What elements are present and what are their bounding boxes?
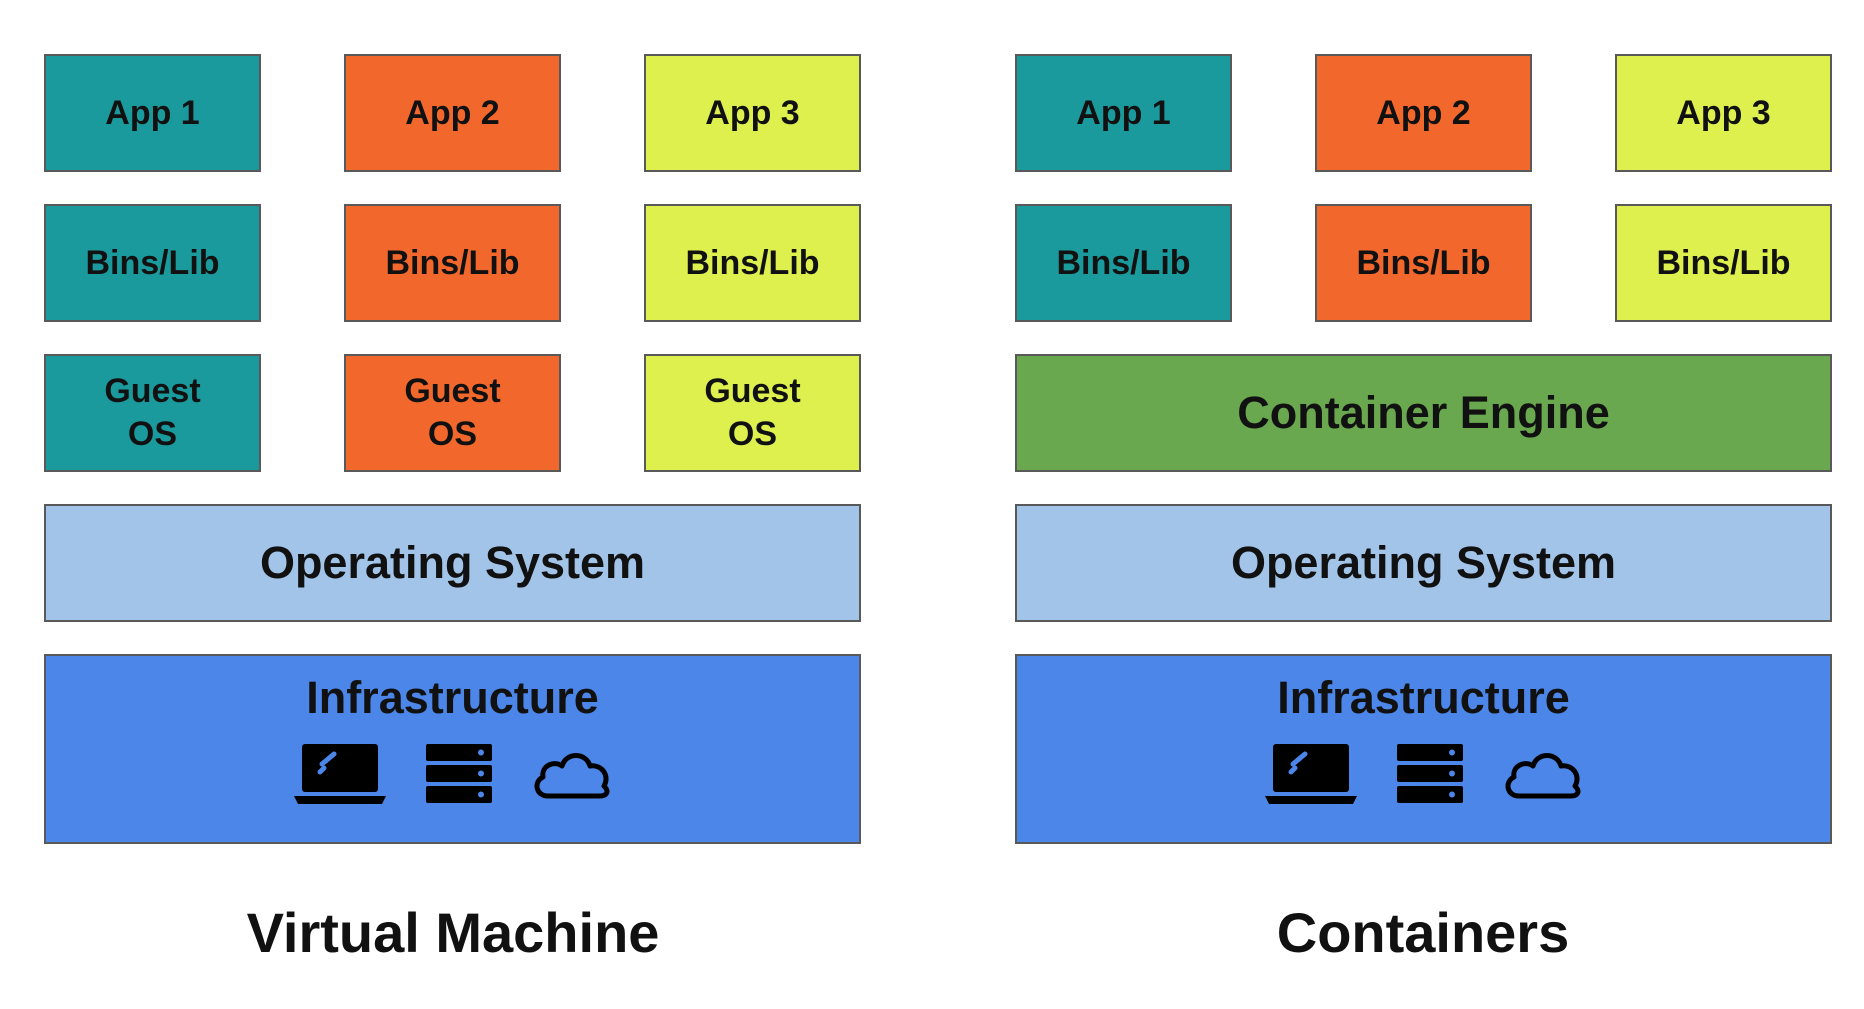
vm-infrastructure-label: Infrastructure [306, 672, 599, 723]
ct-bins-lib-1: Bins/Lib [1015, 204, 1232, 322]
server-icon [425, 744, 492, 803]
laptop-icon [293, 744, 386, 804]
vm-bins-lib-2: Bins/Lib [344, 204, 561, 322]
vm-app-1: App 1 [44, 54, 261, 172]
cloud-icon [1505, 753, 1580, 799]
vm-infrastructure: Infrastructure [44, 654, 861, 844]
ct-infrastructure-label: Infrastructure [1277, 672, 1570, 723]
vm-operating-system: Operating System [44, 504, 861, 622]
ct-bins-lib-3: Bins/Lib [1615, 204, 1832, 322]
laptop-icon [1264, 744, 1357, 804]
ct-app-3: App 3 [1615, 54, 1832, 172]
vm-bins-lib-1: Bins/Lib [44, 204, 261, 322]
vm-bins-lib-3: Bins/Lib [644, 204, 861, 322]
ct-infrastructure: Infrastructure [1015, 654, 1832, 844]
server-icon [1396, 744, 1463, 803]
container-engine: Container Engine [1015, 354, 1832, 472]
ct-app-2: App 2 [1315, 54, 1532, 172]
vm-app-3: App 3 [644, 54, 861, 172]
ct-bins-lib-2: Bins/Lib [1315, 204, 1532, 322]
cloud-icon [534, 753, 609, 799]
ct-app-1: App 1 [1015, 54, 1232, 172]
vm-caption: Virtual Machine [246, 901, 660, 964]
containers-caption: Containers [1276, 901, 1570, 964]
ct-operating-system: Operating System [1015, 504, 1832, 622]
vm-app-2: App 2 [344, 54, 561, 172]
